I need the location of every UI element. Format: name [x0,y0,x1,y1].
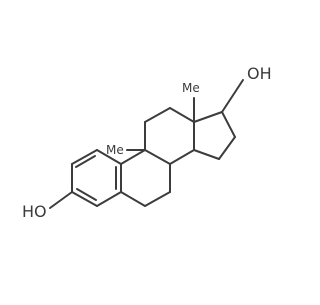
structure-canvas: HO OH Me Me [22,64,272,221]
bond-c2 [144,107,171,123]
bond-b4 [144,191,171,207]
methyl-c13-label: Me [182,81,200,95]
bond-a3-double [76,188,97,201]
bond-a4 [96,191,122,207]
hydroxyl-right-label: OH [247,64,272,83]
bond-b5 [120,191,146,207]
bond-b2 [144,149,171,165]
methyl-c10-label: Me [106,143,124,157]
bond-c3 [169,107,195,123]
bond-d3 [218,136,236,160]
bond-d4 [193,149,220,160]
bond-c5 [169,149,195,165]
bond-d2 [221,111,236,138]
bond-c17-o [221,79,244,113]
hydroxyl-left-label: HO [22,202,47,221]
bond-a3 [71,191,98,207]
bond-a6 [96,149,122,165]
bond-a1 [71,149,98,165]
bond-b1 [120,149,146,165]
bond-d1 [193,111,223,123]
bond-a1-double [75,155,96,168]
bond-c3-o [49,191,73,209]
steroid-structure: HO OH Me Me [22,64,272,221]
